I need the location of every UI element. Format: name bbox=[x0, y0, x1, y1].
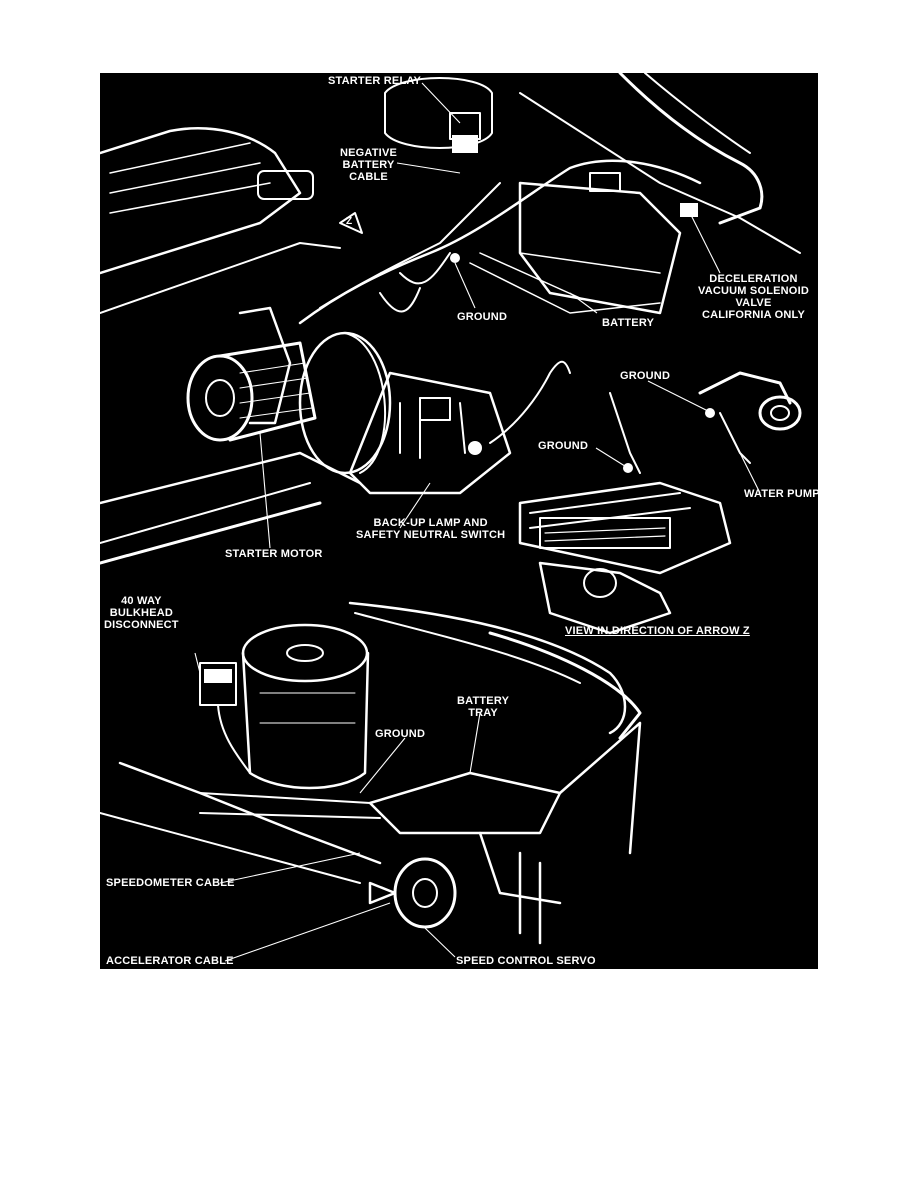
label-deceleration-valve: DECELERATION VACUUM SOLENOID VALVE CALIF… bbox=[698, 273, 809, 321]
label-negative-battery-cable: NEGATIVE BATTERY CABLE bbox=[340, 147, 398, 183]
bottom-bulkhead-connector bbox=[199, 662, 251, 774]
label-bulkhead-disconnect: 40 WAY BULKHEAD DISCONNECT bbox=[104, 595, 179, 631]
label-ground-inset-lower: GROUND bbox=[538, 440, 589, 452]
inset-view-z bbox=[518, 371, 802, 635]
label-battery-tray: BATTERY TRAY bbox=[457, 695, 510, 719]
engine-compartment-diagram: STARTER RELAY NEGATIVE BATTERY CABLE DEC… bbox=[100, 73, 818, 969]
arrow-z-marker bbox=[339, 212, 363, 234]
bottom-battery-tray bbox=[199, 721, 642, 905]
label-ground-top: GROUND bbox=[457, 311, 508, 323]
label-water-pump: WATER PUMP bbox=[744, 488, 818, 500]
cable-harness bbox=[298, 159, 702, 325]
fender-outline bbox=[519, 73, 801, 254]
bottom-brake-booster bbox=[241, 623, 370, 790]
label-ground-bottom: GROUND bbox=[375, 728, 426, 740]
label-starter-motor: STARTER MOTOR bbox=[225, 548, 323, 560]
transmission-case bbox=[348, 360, 571, 495]
bottom-frame-rails bbox=[100, 761, 542, 945]
starter-relay-tower bbox=[384, 77, 493, 153]
label-view-direction: VIEW IN DIRECTION OF ARROW Z bbox=[565, 625, 750, 637]
air-cleaner-housing bbox=[100, 127, 341, 314]
label-battery: BATTERY bbox=[602, 317, 655, 329]
diagram-artwork bbox=[100, 73, 802, 962]
bottom-servo bbox=[368, 857, 457, 929]
starter-motor-shape bbox=[186, 306, 392, 475]
battery-shape bbox=[469, 172, 698, 315]
label-backup-lamp-switch: BACK-UP LAMP AND SAFETY NEUTRAL SWITCH bbox=[356, 517, 506, 541]
label-starter-relay: STARTER RELAY bbox=[328, 75, 422, 87]
frame-rails-top bbox=[100, 451, 362, 565]
label-accelerator-cable: ACCELERATOR CABLE bbox=[106, 955, 234, 967]
leader-lines bbox=[194, 82, 761, 962]
bottom-fender-outline bbox=[348, 601, 642, 740]
label-arrow-z: Z bbox=[346, 216, 353, 227]
label-speedometer-cable: SPEEDOMETER CABLE bbox=[106, 877, 235, 889]
label-ground-inset-upper: GROUND bbox=[620, 370, 671, 382]
label-speed-control-servo: SPEED CONTROL SERVO bbox=[456, 955, 596, 967]
